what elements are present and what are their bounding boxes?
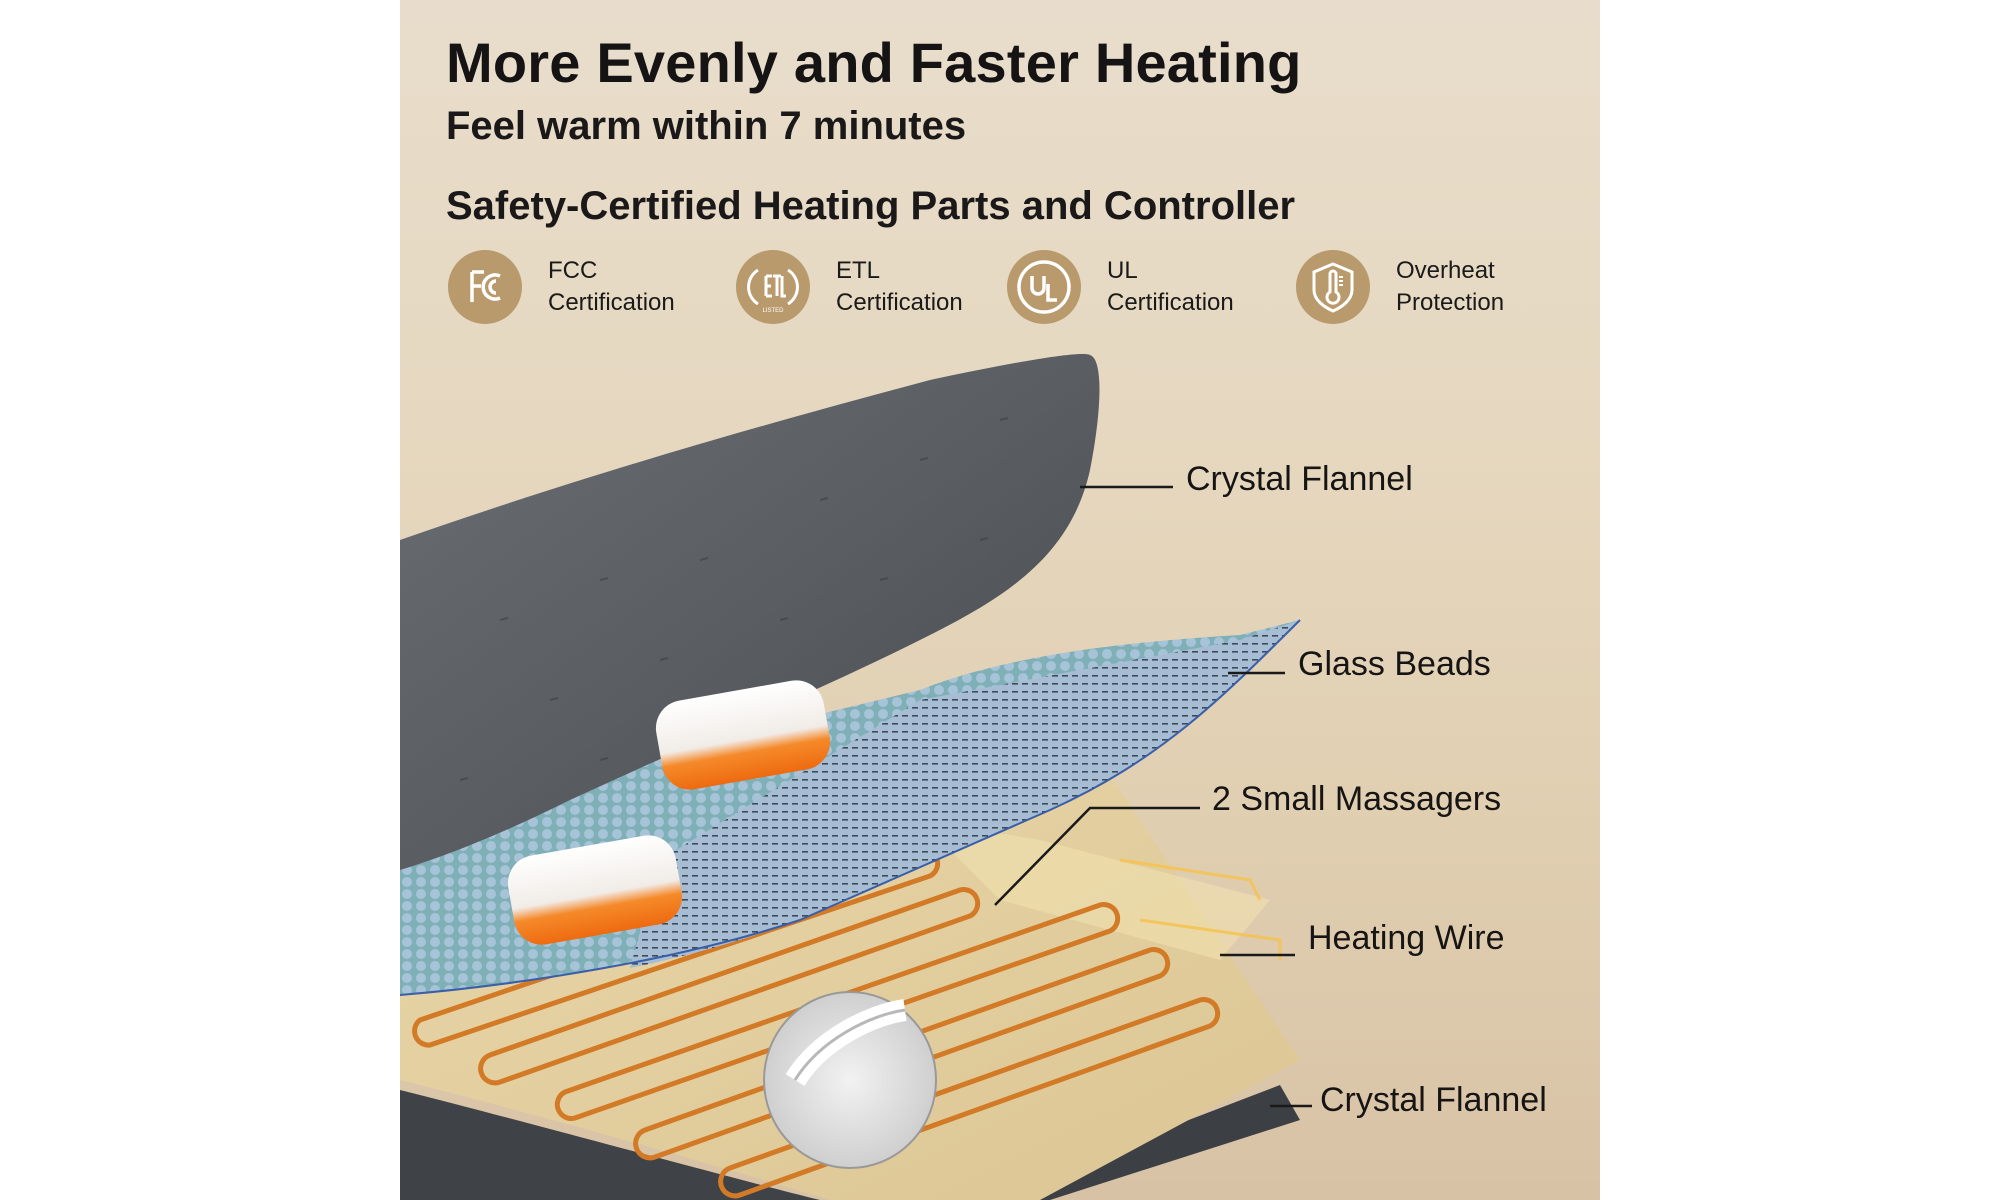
layer-label-crystal-flannel-top: Crystal Flannel: [1186, 460, 1413, 498]
cert-label-line2: Protection: [1396, 289, 1505, 316]
cert-item-etl: LISTED ETL Certification: [736, 250, 963, 324]
layer-label-crystal-flannel-bottom: Crystal Flannel: [1320, 1081, 1547, 1119]
cert-label-line1: UL: [1107, 257, 1138, 284]
cert-label-line1: ETL: [836, 257, 881, 284]
massager-left: [655, 680, 831, 790]
cert-item-ul: UL Certification: [1007, 250, 1234, 324]
heating-pad-layers-illustration: [400, 354, 1312, 1200]
page-title: More Evenly and Faster Heating: [446, 31, 1302, 94]
subtitle: Feel warm within 7 minutes: [446, 104, 967, 148]
shield-thermometer-icon: [1296, 250, 1370, 324]
layer-label-heating-wire: Heating Wire: [1308, 919, 1505, 957]
section-heading: Safety-Certified Heating Parts and Contr…: [446, 184, 1296, 228]
fcc-icon: [448, 250, 522, 324]
ul-icon: [1007, 250, 1081, 324]
etl-listed-icon: LISTED: [736, 250, 810, 324]
cert-item-fcc: FCC Certification: [448, 250, 675, 324]
cert-label-line1: Overheat: [1396, 257, 1495, 284]
cert-label-line2: Certification: [836, 289, 963, 316]
product-infographic: More Evenly and Faster Heating Feel warm…: [400, 0, 1600, 1200]
cert-label-line2: Certification: [548, 289, 675, 316]
cert-label-line2: Certification: [1107, 289, 1234, 316]
layer-label-glass-beads: Glass Beads: [1298, 645, 1491, 683]
cert-label-line1: FCC: [548, 257, 598, 284]
layer-label-massagers: 2 Small Massagers: [1212, 780, 1502, 818]
svg-text:LISTED: LISTED: [762, 308, 784, 314]
